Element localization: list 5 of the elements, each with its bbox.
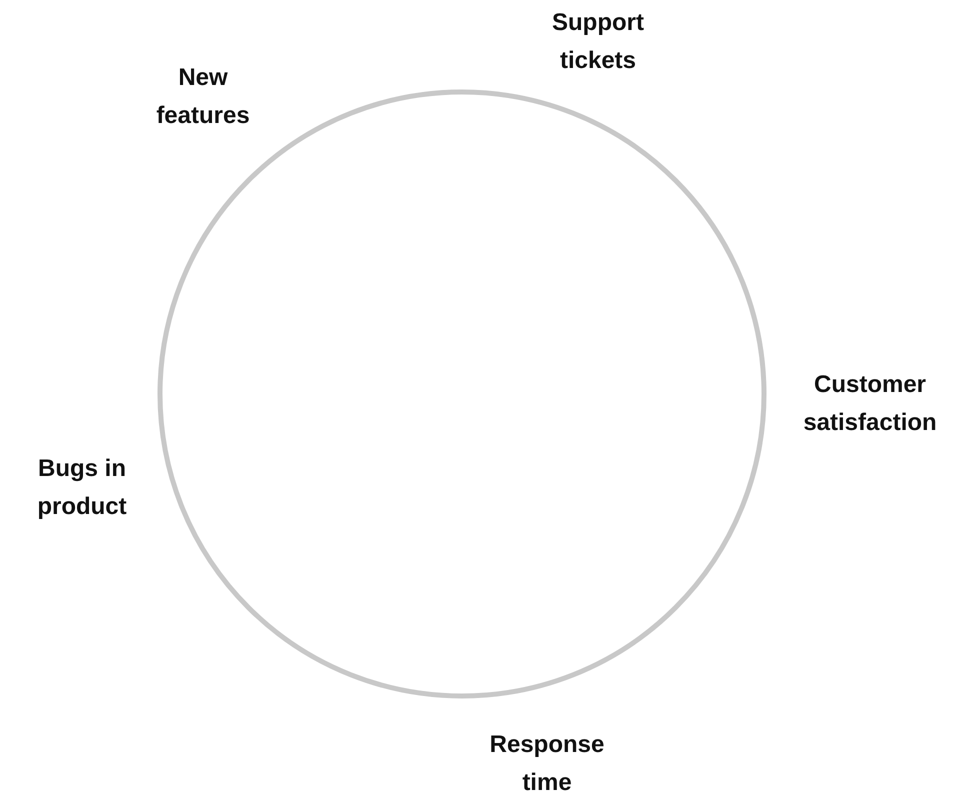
stage-label: Customer satisfaction [802, 370, 938, 438]
stage-label: New features [155, 63, 251, 131]
stage-label: Bugs in product [36, 454, 128, 522]
stage-label: Response time [488, 730, 606, 795]
stage-label: Support tickets [551, 8, 645, 76]
